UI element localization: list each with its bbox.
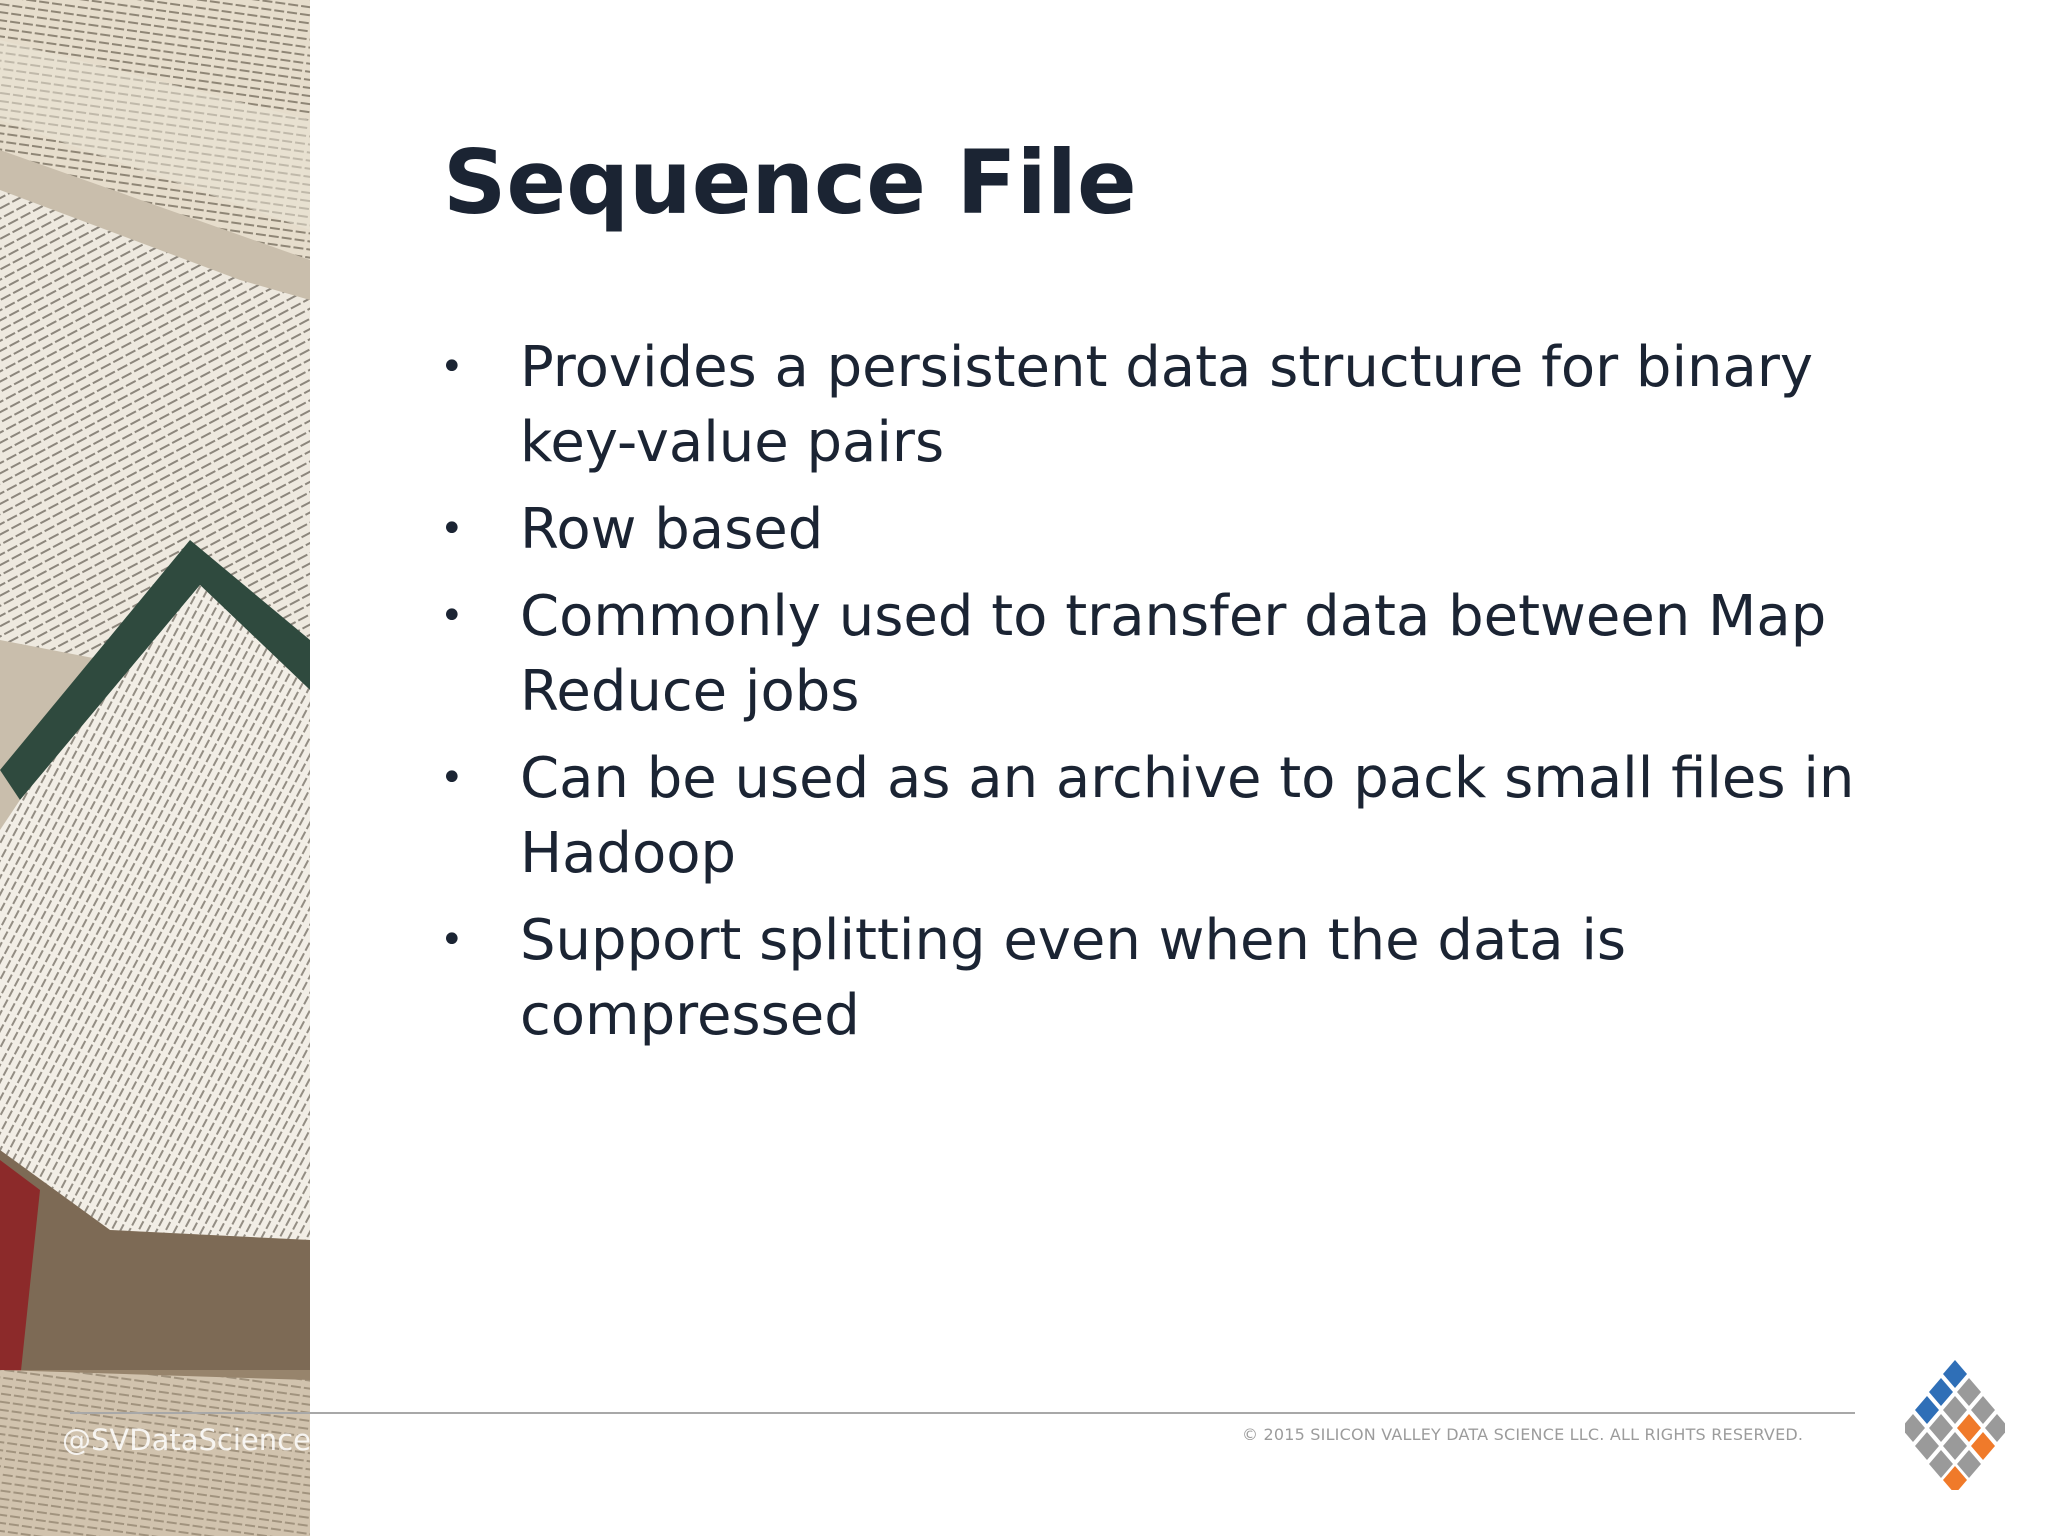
logo-diamond [1905, 1414, 1925, 1442]
bullet-item: • Commonly used to transfer data between… [440, 579, 1920, 729]
logo-diamond [1957, 1450, 1981, 1478]
logo-diamond [1915, 1432, 1939, 1460]
bullet-text: Support splitting even when the data is … [520, 908, 1627, 1048]
books-photo [0, 0, 310, 1536]
logo-diamond [1957, 1378, 1981, 1406]
footer-divider [70, 1412, 1855, 1414]
bullet-item: • Row based [440, 492, 1920, 567]
bullet-marker: • [440, 917, 464, 963]
logo-diamond [1985, 1414, 2005, 1442]
logo-diamond [1957, 1414, 1981, 1442]
bullet-text: Can be used as an archive to pack small … [520, 746, 1855, 886]
logo-diamond [1971, 1396, 1995, 1424]
bullet-item: • Provides a persistent data structure f… [440, 330, 1920, 480]
logo-diamond [1929, 1378, 1953, 1406]
bullet-item: • Can be used as an archive to pack smal… [440, 741, 1920, 891]
copyright-notice: © 2015 SILICON VALLEY DATA SCIENCE LLC. … [1242, 1425, 1804, 1444]
bullet-text: Provides a persistent data structure for… [520, 335, 1813, 475]
bullet-text: Commonly used to transfer data between M… [520, 584, 1827, 724]
logo-diamond [1943, 1360, 1967, 1388]
bullet-marker: • [440, 344, 464, 390]
logo-diamond [1915, 1396, 1939, 1424]
logo-diamond [1929, 1450, 1953, 1478]
slide-title: Sequence File [443, 131, 1137, 234]
bullet-marker: • [440, 593, 464, 639]
bullet-list: • Provides a persistent data structure f… [440, 330, 1920, 1065]
bullet-marker: • [440, 755, 464, 801]
twitter-handle: @SVDataScience [62, 1423, 311, 1457]
bullet-item: • Support splitting even when the data i… [440, 903, 1920, 1053]
logo-diamond [1943, 1466, 1967, 1490]
logo-diamond [1943, 1432, 1967, 1460]
bullet-text: Row based [520, 497, 824, 562]
bullet-marker: • [440, 506, 464, 552]
logo-diamond [1929, 1414, 1953, 1442]
svds-logo-icon [1905, 1360, 2005, 1490]
logo-diamond [1971, 1432, 1995, 1460]
logo-diamond [1943, 1396, 1967, 1424]
